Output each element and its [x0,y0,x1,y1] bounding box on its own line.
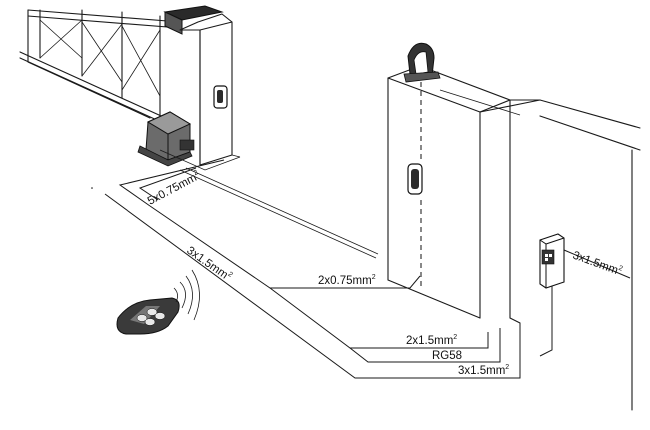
label-2x075: 2x0.75mm2 [318,274,376,287]
left-pillar [179,13,233,166]
gate-motor-icon [137,111,195,167]
right-pillar [387,65,641,411]
key-selector-icon [539,233,565,289]
label-3x15-remote: 3x1.5mm2 [184,244,233,284]
label-3x15-box: 3x1.5mm2 [571,249,624,279]
label-3x15-bottom: 3x1.5mm2 [458,364,509,377]
radio-waves-icon [173,269,200,321]
label-5x075: 5x0.75mm2 [145,169,202,208]
label-rg58: RG58 [432,350,462,362]
remote-control-icon [116,297,180,335]
flashing-lamp-icon [403,42,441,83]
sliding-gate [19,5,224,127]
photocell-left-icon [213,85,228,109]
photocell-right-icon [407,163,423,195]
label-2x15: 2x1.5mm2 [406,334,457,347]
